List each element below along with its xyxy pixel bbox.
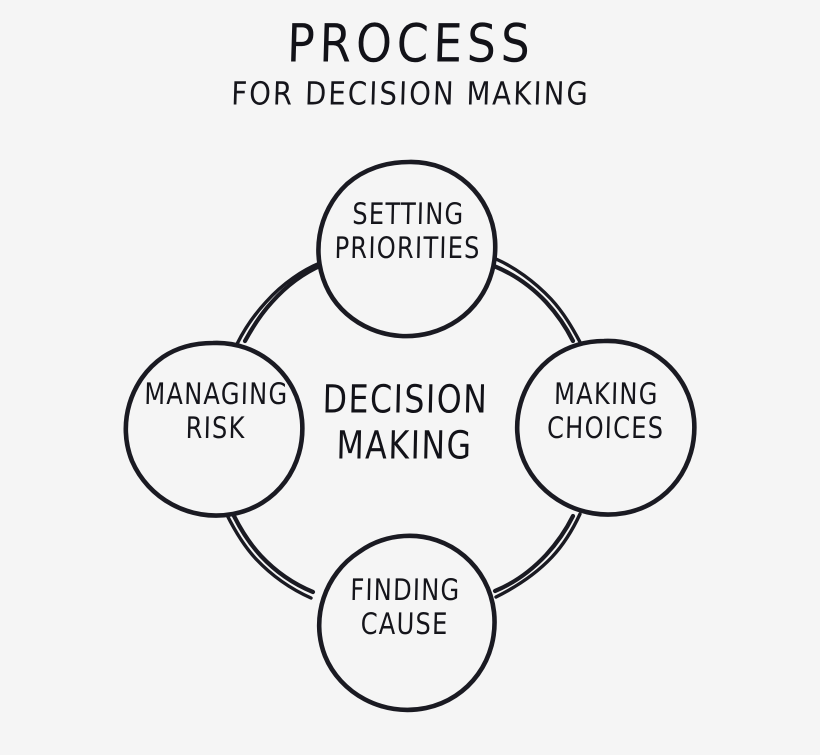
node-label-line1: SETTING bbox=[351, 197, 465, 232]
node-label-making-choices: MAKING CHOICES bbox=[522, 378, 691, 446]
connector-arc-top-right bbox=[491, 257, 582, 344]
node-label-line2: CHOICES bbox=[546, 412, 665, 447]
connector-arc-bottom-left bbox=[225, 513, 316, 600]
center-label-line1: DECISION bbox=[322, 377, 489, 423]
node-label-line1: MAKING bbox=[553, 377, 659, 412]
node-label-line2: PRIORITIES bbox=[334, 232, 482, 267]
connector-arc-top-left bbox=[235, 261, 325, 346]
connector-arc-bottom-right bbox=[492, 512, 582, 599]
node-circle-managing-risk[interactable] bbox=[123, 340, 305, 518]
node-label-line1: FINDING bbox=[349, 573, 461, 608]
node-circle-finding-cause[interactable] bbox=[316, 533, 497, 713]
node-label-line1: MANAGING bbox=[144, 377, 289, 412]
node-label-line2: CAUSE bbox=[360, 608, 449, 643]
node-circle-setting-priorities[interactable] bbox=[316, 159, 498, 339]
node-label-setting-priorities: SETTING PRIORITIES bbox=[324, 198, 493, 266]
node-label-line2: RISK bbox=[185, 412, 246, 447]
node-label-managing-risk: MANAGING RISK bbox=[132, 378, 301, 446]
node-circle-making-choices[interactable] bbox=[514, 338, 697, 517]
center-label-line2: MAKING bbox=[335, 423, 474, 469]
center-label-decision-making: DECISION MAKING bbox=[316, 377, 495, 468]
node-label-finding-cause: FINDING CAUSE bbox=[321, 574, 490, 642]
